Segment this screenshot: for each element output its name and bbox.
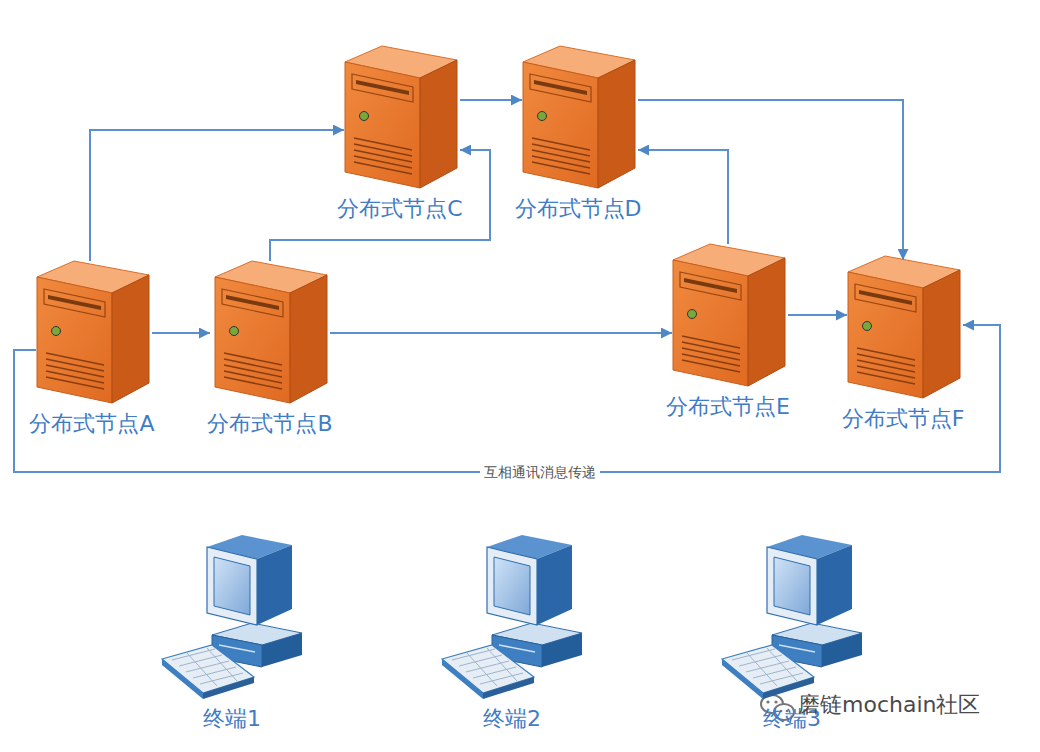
connector-arrow xyxy=(638,150,728,244)
connector-arrow xyxy=(152,332,210,334)
server-node: 分布式节点E xyxy=(662,238,794,420)
connector-arrow xyxy=(330,332,672,334)
server-icon xyxy=(340,40,460,190)
connector-arrow xyxy=(788,314,847,316)
server-node: 分布式节点C xyxy=(333,40,467,222)
terminal-node: 终端1 xyxy=(157,535,307,732)
node-label: 分布式节点D xyxy=(515,196,642,222)
computer-icon xyxy=(437,535,587,700)
connector-arrow xyxy=(460,99,522,101)
watermark-text: 磨链mochain社区 xyxy=(798,692,980,718)
server-icon xyxy=(668,238,788,388)
node-label: 终端1 xyxy=(203,706,261,732)
connector-arrow xyxy=(638,100,903,260)
edge-label: 互相通讯消息传递 xyxy=(480,463,600,481)
node-label: 终端2 xyxy=(483,706,541,732)
server-icon xyxy=(518,40,638,190)
server-node: 分布式节点D xyxy=(511,40,646,222)
node-label: 分布式节点C xyxy=(337,196,462,222)
connector-arrow xyxy=(90,130,344,261)
node-label: 分布式节点F xyxy=(842,406,965,432)
node-label: 分布式节点E xyxy=(666,394,790,420)
node-label: 分布式节点B xyxy=(207,411,332,437)
server-node: 分布式节点F xyxy=(838,250,969,432)
node-label: 分布式节点A xyxy=(29,411,154,437)
terminal-node: 终端2 xyxy=(437,535,587,732)
server-icon xyxy=(210,255,330,405)
computer-icon xyxy=(157,535,307,700)
server-icon xyxy=(32,255,152,405)
server-node: 分布式节点B xyxy=(203,255,337,437)
computer-icon xyxy=(717,535,867,700)
server-node: 分布式节点A xyxy=(25,255,159,437)
server-icon xyxy=(843,250,963,400)
